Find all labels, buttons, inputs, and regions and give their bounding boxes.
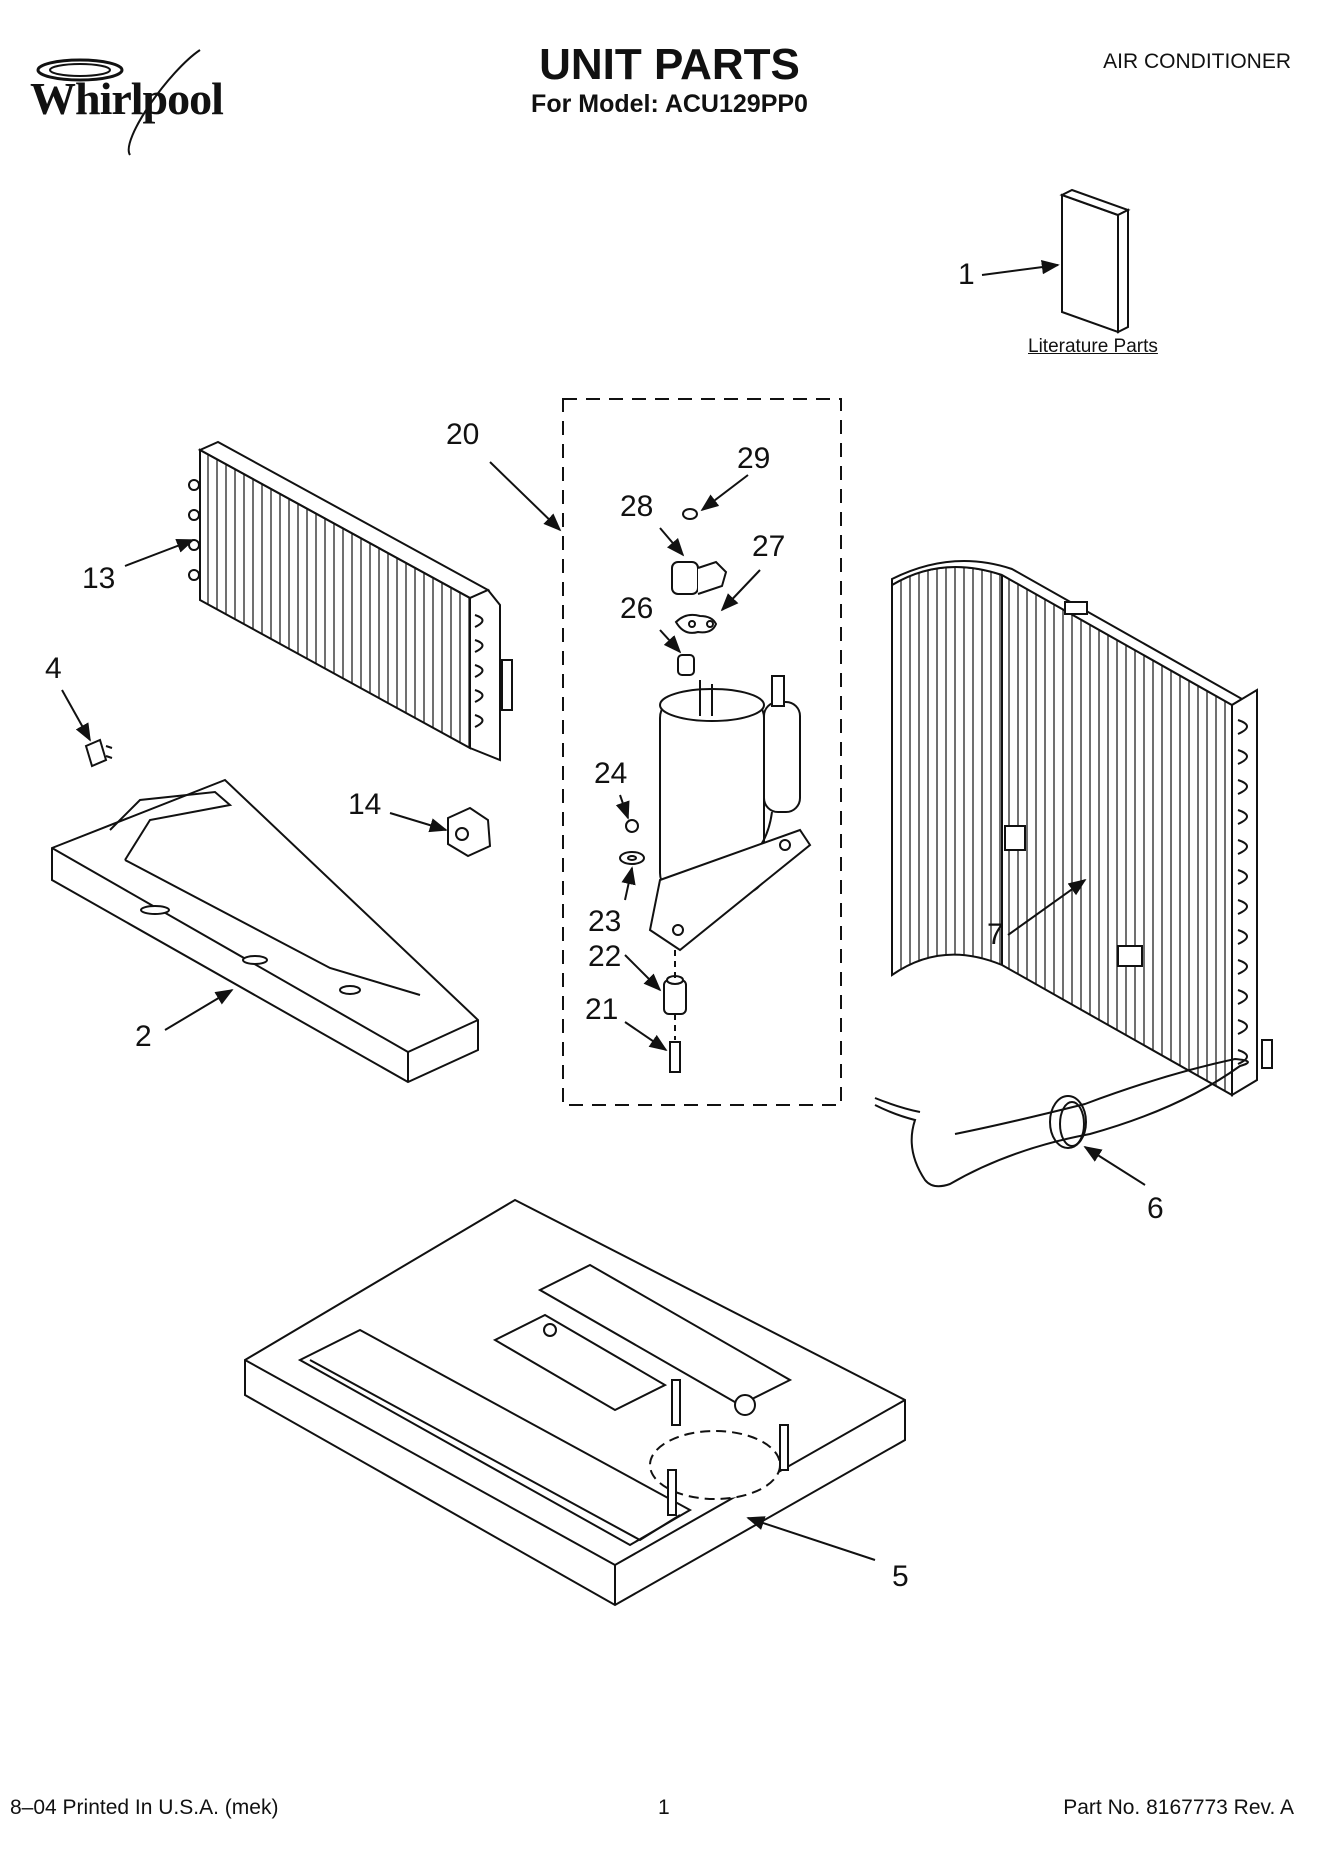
- callout-5: 5: [892, 1560, 909, 1593]
- print-info: 8–04 Printed In U.S.A. (mek): [10, 1796, 279, 1819]
- compressor-group-box: [562, 398, 842, 1106]
- condenser-coil: [188, 440, 513, 762]
- callout-4: 4: [45, 652, 62, 685]
- callout-6: 6: [1147, 1192, 1164, 1225]
- callout-7: 7: [987, 918, 1004, 951]
- callout-21: 21: [585, 993, 619, 1026]
- clip-part: [84, 738, 113, 768]
- callout-29: 29: [737, 442, 771, 475]
- callout-2: 2: [135, 1020, 152, 1053]
- bracket-part: [447, 806, 492, 858]
- callout-23: 23: [588, 905, 622, 938]
- callout-13: 13: [82, 562, 116, 595]
- drain-pan-rail: [51, 778, 479, 1084]
- compressor-assembly: [619, 508, 812, 1073]
- literature-booklet: [1059, 188, 1131, 334]
- brand-logo-text: Whirlpool: [30, 73, 224, 124]
- callout-26: 26: [620, 592, 654, 625]
- wraparound-coil: [891, 560, 1273, 1097]
- callout-14: 14: [348, 788, 382, 821]
- leader-arrows: [61, 259, 1146, 1561]
- page-number: 1: [658, 1796, 670, 1819]
- callout-22: 22: [588, 940, 622, 973]
- model-subtitle: For Model: ACU129PP0: [531, 90, 808, 118]
- chassis-base: [244, 1198, 906, 1607]
- callout-24: 24: [594, 757, 628, 790]
- part-number: Part No. 8167773 Rev. A: [1063, 1796, 1294, 1819]
- page-title: UNIT PARTS: [539, 40, 800, 89]
- callout-1: 1: [958, 258, 975, 291]
- callout-20: 20: [446, 418, 480, 451]
- literature-parts-label: Literature Parts: [1028, 336, 1158, 357]
- callout-28: 28: [620, 490, 654, 523]
- capillary-tube: [874, 1057, 1249, 1188]
- product-category: AIR CONDITIONER: [1103, 50, 1291, 73]
- whirlpool-logo: [36, 49, 201, 156]
- callout-27: 27: [752, 530, 786, 563]
